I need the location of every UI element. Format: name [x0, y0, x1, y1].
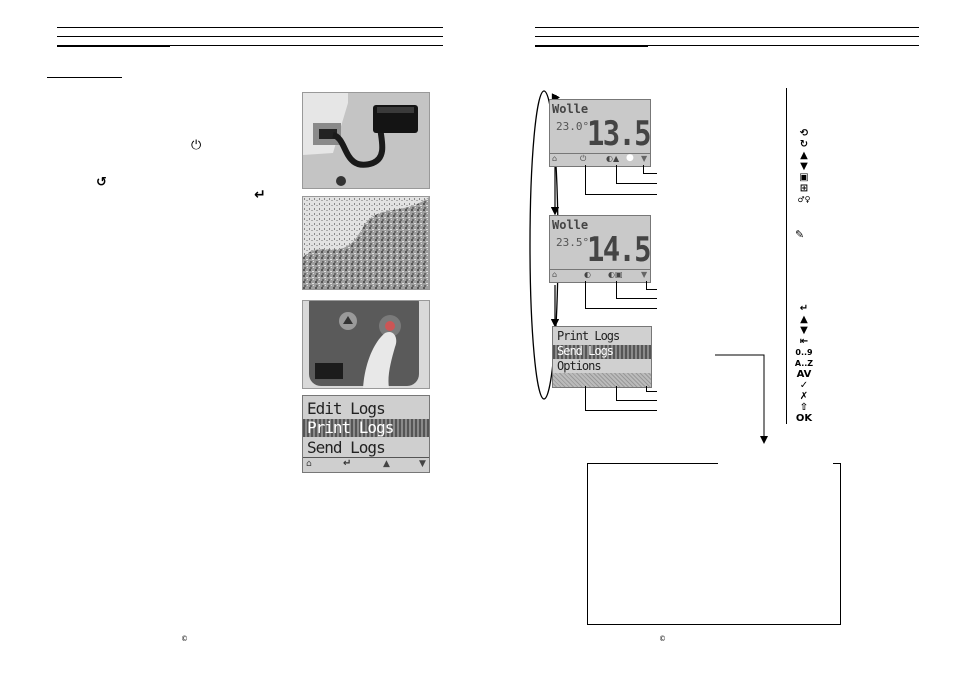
- up-arrow-icon: ▲: [383, 459, 390, 469]
- temperature-value: 23.0°: [556, 120, 590, 133]
- menu-item-selected: Send Logs: [557, 344, 614, 358]
- enter-icon: ↵: [254, 187, 266, 203]
- power-cycle-icon: ↻: [799, 139, 809, 150]
- home-icon: ⌂: [552, 154, 558, 163]
- cross-icon: ✗: [799, 391, 809, 402]
- menu-item-selected: Print Logs: [307, 418, 394, 437]
- down-arrow-icon: ▼: [641, 154, 648, 163]
- menu-item: Print Logs: [557, 329, 620, 343]
- pencil-icon: ✎: [795, 228, 805, 241]
- photo-grain-sample: [302, 196, 430, 290]
- mode-icon: ◐: [584, 270, 591, 279]
- power-icon: ⏻: [580, 154, 587, 163]
- enter-icon: ↵: [799, 303, 809, 314]
- note-box-title-gap: [718, 460, 833, 466]
- down-arrow-icon: ▼: [419, 459, 426, 469]
- symbol-legend-bottom: ↵ ▲ ▼ ⇤ 0..9 A..Z AV ✓ ✗ ⇧ OK: [792, 303, 818, 427]
- rotate-power-icon: ⟲: [799, 128, 809, 139]
- light-icon: ●: [626, 153, 634, 163]
- menu-item: Edit Logs: [307, 399, 386, 418]
- menu-display-photo: Edit Logs Print Logs Send Logs ⌂ ↵ ▲ ▼: [302, 395, 430, 473]
- menu-item: Options: [557, 359, 602, 373]
- digits-icon: 0..9: [795, 348, 813, 357]
- photo-button-press: [302, 300, 430, 389]
- down-arrow-icon: ▼: [641, 270, 648, 279]
- mode-save-icon: ◐▣: [608, 270, 623, 279]
- material-name: Wolle: [552, 102, 589, 116]
- section-heading-underline: [47, 77, 122, 78]
- scroll-icon: AV: [796, 369, 812, 380]
- down-arrow-icon: ▼: [800, 161, 808, 172]
- memory-icon: ⊞: [799, 183, 809, 194]
- power-icon: ⏻: [191, 138, 202, 153]
- home-icon: ⌂: [306, 459, 312, 469]
- rotate-icon: ↺: [96, 175, 107, 190]
- symbol-legend-top: ⟲ ↻ ▲ ▼ ▣ ⊞ ♂♀: [792, 128, 818, 218]
- home-icon: ⌂: [552, 270, 558, 279]
- moisture-reading: 14.5: [587, 230, 650, 270]
- up-arrow-icon: ▲: [800, 314, 808, 325]
- material-name: Wolle: [552, 218, 589, 232]
- temperature-value: 23.5°: [556, 236, 590, 249]
- save-icon: ▣: [799, 172, 809, 183]
- check-icon: ✓: [799, 380, 809, 391]
- moisture-reading: 13.5: [587, 114, 650, 154]
- letters-icon: A..Z: [794, 359, 814, 368]
- callout-arrow: [715, 354, 768, 444]
- reading-display-2: Wolle 23.5° 14.5 ⌂ ◐ ◐▣ ▼: [549, 215, 651, 283]
- reading-display-1: Wolle 23.0° 13.5 ⌂ ⏻ ◐▲ ● ▼: [549, 99, 651, 167]
- copyright-mark: ©: [181, 635, 188, 643]
- glasses-icon: ♂♀: [797, 195, 811, 204]
- note-box: [587, 463, 841, 625]
- ok-icon: OK: [795, 413, 813, 424]
- copyright-mark: ©: [659, 635, 666, 643]
- menu-display-3: Print Logs Send Logs Options: [552, 326, 652, 388]
- enter-icon: ↵: [343, 458, 352, 469]
- backspace-icon: ⇤: [799, 336, 809, 347]
- up-arrow-icon: ▲: [800, 150, 808, 161]
- menu-item: Send Logs: [307, 438, 386, 457]
- mode-up-icon: ◐▲: [606, 154, 620, 163]
- down-arrow-icon: ▼: [800, 325, 808, 336]
- shift-icon: ⇧: [799, 402, 809, 413]
- photo-connector-cable: [302, 92, 430, 189]
